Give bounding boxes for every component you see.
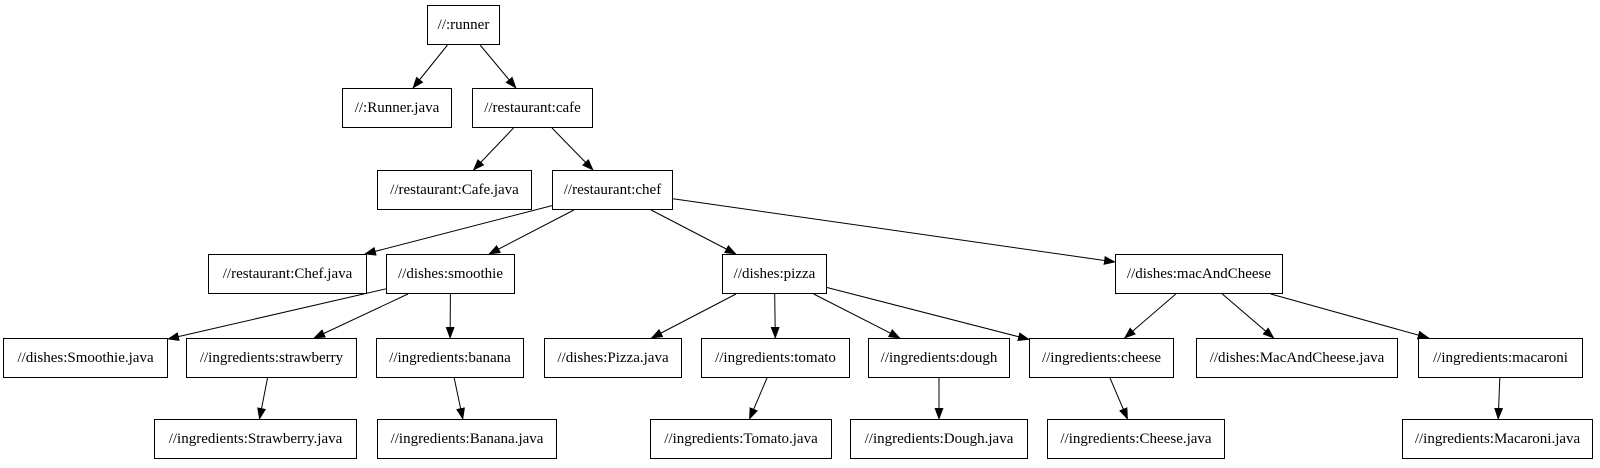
graph-node-chef: //restaurant:chef	[552, 170, 673, 210]
edge-macAndCheese-to-macAndCheese_java	[1221, 293, 1275, 339]
graph-node-runner_java: //:Runner.java	[342, 88, 452, 128]
graph-node-smoothie_java: //dishes:Smoothie.java	[3, 338, 168, 378]
edge-smoothie-to-smoothie_java	[167, 288, 387, 341]
graph-node-dough: //ingredients:dough	[868, 338, 1010, 378]
graph-node-cafe_java: //restaurant:Cafe.java	[377, 170, 532, 210]
graph-node-tomato: //ingredients:tomato	[701, 338, 850, 378]
graph-node-cheese_java: //ingredients:Cheese.java	[1047, 419, 1225, 459]
edge-pizza-to-cheese	[826, 287, 1030, 342]
edge-pizza-to-pizza_java	[650, 293, 737, 339]
graph-node-banana: //ingredients:banana	[376, 338, 524, 378]
graph-node-macaroni_java: //ingredients:Macaroni.java	[1402, 419, 1593, 459]
edge-smoothie-to-strawberry	[313, 293, 409, 339]
edge-macaroni-to-macaroni_java	[1494, 377, 1504, 420]
graph-node-banana_java: //ingredients:Banana.java	[377, 419, 557, 459]
graph-node-macAndCheese: //dishes:macAndCheese	[1115, 254, 1283, 294]
graph-node-smoothie: //dishes:smoothie	[386, 254, 515, 294]
graph-node-cheese: //ingredients:cheese	[1029, 338, 1174, 378]
edge-cheese-to-cheese_java	[1109, 377, 1128, 420]
edge-chef-to-smoothie	[488, 209, 575, 255]
graph-node-pizza: //dishes:pizza	[722, 254, 827, 294]
graph-node-macAndCheese_java: //dishes:MacAndCheese.java	[1196, 338, 1398, 378]
graph-node-pizza_java: //dishes:Pizza.java	[544, 338, 682, 378]
edge-runner-to-cafe	[479, 44, 517, 89]
graph-node-strawberry: //ingredients:strawberry	[186, 338, 357, 378]
graph-node-cafe: //restaurant:cafe	[472, 88, 593, 128]
edge-macAndCheese-to-macaroni	[1270, 293, 1430, 340]
graph-node-macaroni: //ingredients:macaroni	[1418, 338, 1583, 378]
edge-macAndCheese-to-cheese	[1123, 293, 1177, 339]
edge-cafe-to-cafe_java	[472, 127, 514, 171]
graph-node-runner: //:runner	[427, 5, 500, 45]
edge-banana-to-banana_java	[453, 377, 465, 420]
edge-pizza-to-dough	[813, 293, 901, 339]
graph-node-tomato_java: //ingredients:Tomato.java	[650, 419, 832, 459]
edge-chef-to-pizza	[650, 209, 737, 255]
edge-pizza-to-tomato	[770, 293, 780, 339]
edge-chef-to-chef_java	[363, 205, 553, 256]
edge-strawberry-to-strawberry_java	[257, 377, 268, 420]
graph-node-chef_java: //restaurant:Chef.java	[208, 254, 367, 294]
edge-chef-to-macAndCheese	[672, 198, 1116, 265]
graph-node-strawberry_java: //ingredients:Strawberry.java	[154, 419, 357, 459]
edge-group	[167, 44, 1504, 420]
graph-node-dough_java: //ingredients:Dough.java	[850, 419, 1028, 459]
edge-tomato-to-tomato_java	[749, 377, 768, 420]
edge-cafe-to-chef	[551, 127, 594, 171]
edge-runner-to-runner_java	[412, 44, 448, 89]
